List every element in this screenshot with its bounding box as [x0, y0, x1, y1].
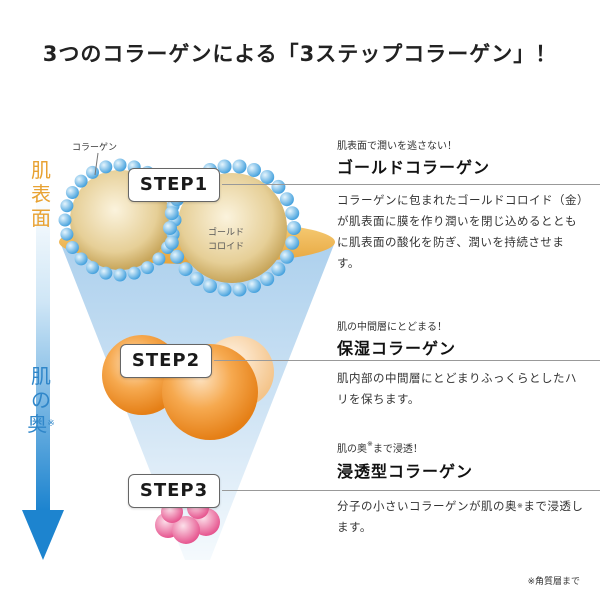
page-title: 3つのコラーゲンによる「3ステップコラーゲン」！: [42, 42, 558, 66]
step1-description: コラーゲンに包まれたゴールドコロイド（金）が肌表面に膜を作り潤いを閉じ込めるとと…: [337, 193, 584, 270]
penetration-collagen: [155, 497, 220, 544]
collagen-bead: [74, 174, 88, 188]
collagen-bead: [113, 268, 127, 282]
collagen-bead: [217, 159, 232, 174]
step3-heading: 浸透型コラーゲン: [337, 462, 474, 481]
collagen-bead: [247, 163, 261, 177]
collagen-bead: [163, 221, 177, 235]
step3-badge: STEP3: [128, 474, 220, 508]
collagen-bead: [285, 235, 300, 250]
collagen-bead: [113, 158, 127, 172]
collagen-bead: [164, 235, 179, 250]
collagen-bead: [260, 272, 275, 286]
collagen-bead: [86, 261, 99, 275]
collagen-bead: [74, 252, 88, 266]
collagen-bead: [285, 206, 300, 221]
collagen-bead: [232, 159, 247, 174]
step2-heading: 保湿コラーゲン: [337, 339, 457, 358]
collagen-bead: [60, 227, 74, 241]
collagen-bead: [247, 279, 261, 293]
collagen-bead: [271, 262, 286, 277]
footnote: ※角質層まで: [527, 577, 580, 587]
step3-subtitle: 肌の奥※まで浸透！: [337, 440, 423, 455]
collagen-bead: [65, 186, 79, 199]
collagen-bead: [279, 192, 294, 207]
collagen-bead: [260, 170, 275, 184]
step1-subtitle: 肌表面で潤いを逃さない！: [337, 141, 457, 152]
collagen-pointer: [94, 152, 99, 176]
collagen-beads: [58, 158, 301, 297]
step1-leader-line: [222, 184, 600, 185]
step1-heading: ゴールドコラーゲン: [337, 158, 491, 177]
collagen-bead: [279, 249, 294, 264]
skin-depth-label: 肌の奥※: [27, 364, 55, 436]
collagen-bead: [127, 266, 141, 280]
collagen-bead: [60, 199, 74, 213]
step3-leader-line: [222, 490, 600, 491]
collagen-bead: [189, 272, 204, 286]
collagen-bead: [170, 249, 185, 264]
collagen-bead: [152, 252, 166, 266]
step2-badge: STEP2: [120, 344, 212, 378]
collagen-bead: [164, 206, 179, 221]
collagen-bead: [99, 160, 113, 174]
collagen-bead: [271, 179, 286, 194]
step2-description: 肌内部の中間層にとどまりふっくらとしたハリを保ちます。: [337, 371, 577, 406]
collagen-bead: [65, 241, 79, 254]
collagen-bead: [287, 221, 301, 235]
collagen-bead: [178, 262, 193, 277]
collagen-label: コラーゲン: [72, 143, 118, 153]
collagen-bead: [86, 165, 99, 179]
step1-badge: STEP1: [128, 168, 220, 202]
collagen-bead: [232, 282, 247, 297]
collagen-bead: [217, 282, 232, 297]
gold-colloid-label: ゴールド コロイド: [207, 228, 244, 252]
step3-description: 分子の小さいコラーゲンが肌の奥※まで浸透します。: [337, 499, 584, 534]
collagen-bead: [203, 279, 217, 293]
collagen-bead: [99, 266, 113, 280]
skin-surface-label: 肌表面: [31, 158, 51, 230]
step2-leader-line: [214, 360, 600, 361]
depth-arrow: [22, 190, 64, 560]
collagen-bead: [141, 261, 154, 275]
collagen-bead: [58, 213, 72, 227]
step2-subtitle: 肌の中間層にとどまる！: [337, 322, 447, 333]
